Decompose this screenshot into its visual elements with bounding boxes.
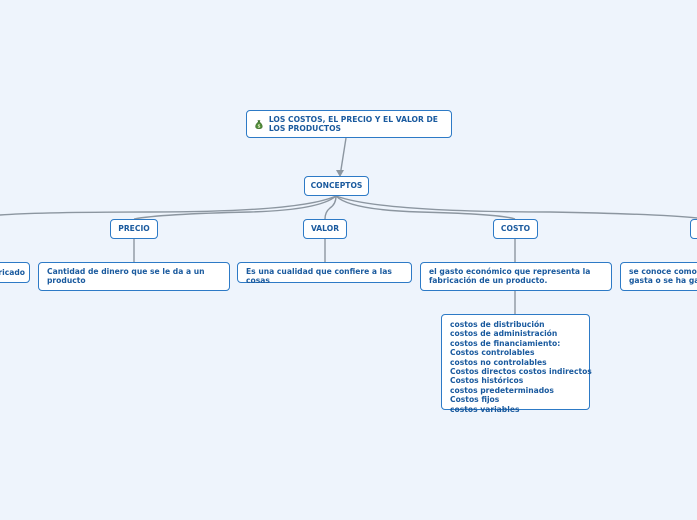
costo-type-item: Costos históricos [450, 376, 524, 386]
right-partial-text: se conoce como g gasta o se ha gast [629, 267, 697, 286]
costo-type-item: costos predeterminados [450, 385, 554, 395]
root-node[interactable]: $ LOS COSTOS, EL PRECIO Y EL VALOR DE LO… [246, 110, 452, 138]
costo-detail-node[interactable]: el gasto económico que representa la fab… [420, 262, 612, 291]
costo-type-item: costos no controlables [450, 357, 547, 367]
link-conceptos-costo [335, 195, 516, 220]
valor-detail-text: Es una cualidad que confiere a las cosas [246, 267, 392, 286]
precio-detail-text: Cantidad de dinero que se le da a un pro… [47, 267, 205, 286]
left-partial-text: ricado [0, 268, 25, 277]
costo-label: COSTO [500, 224, 531, 234]
precio-label: PRECIO [118, 224, 150, 234]
valor-detail-node[interactable]: Es una cualidad que confiere a las cosas [237, 262, 412, 286]
link-root-conceptos [339, 137, 347, 177]
costo-type-item: costos variables [450, 404, 520, 414]
link-conceptos-right [335, 195, 697, 219]
costo-type-item: costos de administración [450, 329, 558, 339]
costo-type-item: costos de financiamiento: [450, 338, 561, 348]
conceptos-label: CONCEPTOS [310, 181, 363, 191]
link-conceptos-left [0, 195, 337, 216]
valor-node[interactable]: VALOR [303, 219, 347, 239]
precio-node[interactable]: PRECIO [110, 219, 158, 239]
costo-node[interactable]: COSTO [493, 219, 538, 239]
money-bag-icon: $ [255, 119, 263, 129]
conceptos-node[interactable]: CONCEPTOS [304, 176, 369, 196]
left-partial-node[interactable]: ricado [0, 262, 30, 283]
costo-types-node[interactable]: costos de distribución costos de adminis… [441, 314, 592, 414]
precio-detail-node[interactable]: Cantidad de dinero que se le da a un pro… [38, 262, 230, 291]
costo-detail-text: el gasto económico que representa la fab… [429, 267, 591, 286]
costo-type-item: Costos controlables [450, 348, 535, 358]
link-conceptos-precio [133, 195, 337, 220]
valor-label: VALOR [310, 224, 340, 234]
right-partial-node[interactable] [690, 219, 697, 239]
arrowhead [336, 170, 344, 177]
link-conceptos-valor [324, 195, 337, 220]
root-title: LOS COSTOS, EL PRECIO Y EL VALOR DE LOS … [268, 114, 438, 133]
costo-type-item: costos de distribución [450, 320, 545, 329]
right-partial-detail-node[interactable]: se conoce como g gasta o se ha gast [620, 262, 697, 291]
costo-type-item: Costos directos costos indirectos [450, 367, 592, 377]
costo-type-item: Costos fijos [450, 395, 500, 405]
svg-text:$: $ [257, 123, 260, 129]
